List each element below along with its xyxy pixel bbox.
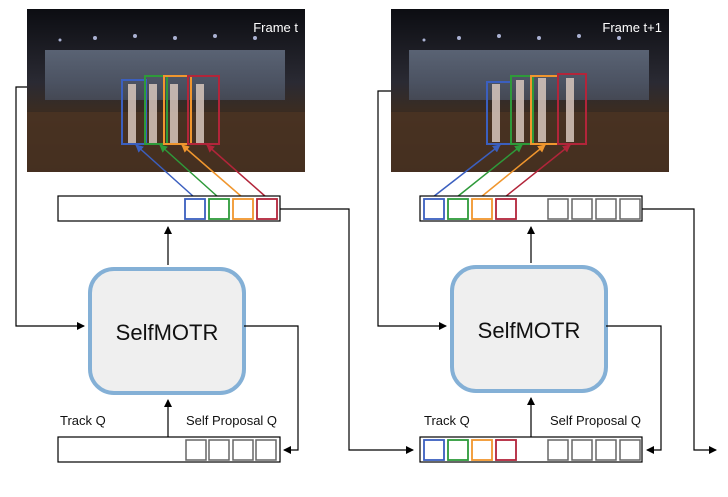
- selfmotr-label-left: SelfMOTR: [116, 320, 219, 345]
- arrow-green-right: [456, 144, 523, 198]
- arrow-model-to-proposal-right: [606, 325, 662, 454]
- frame-t-image: Frame t: [27, 9, 305, 172]
- input-query-bar-left: [57, 436, 281, 463]
- frame-t1-label: Frame t+1: [602, 20, 662, 35]
- detection-box-red: [187, 75, 220, 145]
- arrow-orange-right: [480, 144, 546, 198]
- dancers-icon: [128, 84, 204, 144]
- selfmotr-block-right: SelfMOTR: [450, 265, 608, 393]
- arrow-output-to-next-track: [280, 208, 414, 454]
- detection-box-green: [144, 75, 168, 145]
- stage-lights-icon: [422, 34, 621, 42]
- arrow-output-to-next-frame: [642, 208, 717, 454]
- track-q-label-left: Track Q: [60, 413, 106, 428]
- arrow-frame-t-to-model: [15, 86, 85, 330]
- arrow-red-right: [504, 144, 571, 198]
- detection-box-green-t1: [510, 75, 534, 145]
- arrow-red-left: [206, 144, 267, 198]
- output-query-bar-right: [419, 195, 643, 222]
- input-query-bar-right: [419, 436, 643, 463]
- arrow-blue-right: [432, 144, 501, 198]
- stage-lights-icon: [58, 34, 257, 42]
- frame-t-label: Frame t: [253, 20, 298, 35]
- arrow-frame-t1-to-model: [377, 90, 447, 330]
- arrow-orange-left: [181, 144, 243, 198]
- arrow-green-left: [159, 144, 219, 198]
- track-q-label-right: Track Q: [424, 413, 470, 428]
- arrow-blue-left: [135, 144, 195, 198]
- dancers-icon: [492, 78, 574, 142]
- frame-t1-image: Frame t+1: [391, 9, 669, 172]
- detection-box-red-t1: [557, 73, 587, 145]
- detection-box-orange: [163, 75, 192, 145]
- selfmotr-block-left: SelfMOTR: [88, 267, 246, 395]
- selfmotr-label-right: SelfMOTR: [478, 318, 581, 343]
- output-query-bar-left: [57, 195, 281, 222]
- self-proposal-q-label-right: Self Proposal Q: [550, 413, 641, 428]
- self-proposal-q-label-left: Self Proposal Q: [186, 413, 277, 428]
- arrow-model-to-proposal-left: [244, 325, 299, 454]
